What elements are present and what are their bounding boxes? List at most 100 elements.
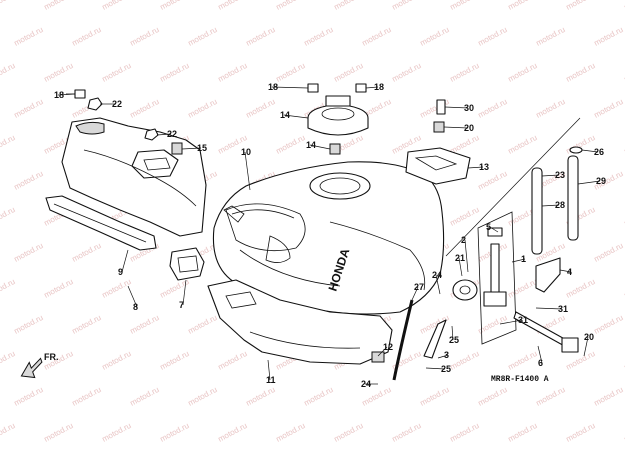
drain-tube-3 [423, 319, 447, 359]
callout-leader [127, 285, 138, 308]
watermark-text: motod.ru [216, 0, 248, 12]
watermark-text: motod.ru [274, 421, 306, 444]
callout-number: 9 [118, 267, 123, 277]
callout-leader [577, 180, 601, 185]
callout-number: 14 [280, 110, 290, 120]
diagram-code: MR8R-F1400 A [491, 375, 549, 384]
watermark-text: motod.ru [186, 25, 218, 48]
watermark-text: motod.ru [128, 313, 160, 336]
shroud-trim-strip [45, 195, 157, 251]
watermark-text: motod.ru [592, 313, 624, 336]
callout-number: 24 [432, 270, 442, 280]
callout-leader [283, 114, 309, 119]
callout-leader [57, 93, 76, 96]
callout-leader [365, 86, 379, 89]
watermark-text: motod.ru [506, 61, 538, 84]
watermark-text: motod.ru [448, 421, 480, 444]
bolt-30 [436, 99, 446, 115]
watermark-text: motod.ru [564, 0, 596, 12]
callout-number: 31 [558, 304, 568, 314]
watermark-text: motod.ru [128, 25, 160, 48]
callout-leader [309, 144, 331, 150]
callout-leader [537, 345, 543, 364]
callout-number: 20 [464, 123, 474, 133]
watermark-text: motod.ru [418, 385, 450, 408]
callout-number: 22 [112, 99, 122, 109]
hose-28 [531, 167, 543, 255]
callout-leader [267, 359, 271, 381]
callout-number: 25 [441, 364, 451, 374]
bolt-18-left [66, 89, 86, 99]
callout-leader [464, 239, 469, 273]
watermark-text: motod.ru [70, 241, 102, 264]
watermark-text: motod.ru [0, 0, 17, 12]
watermark-text: motod.ru [448, 61, 480, 84]
callout-leader [181, 147, 202, 150]
watermark-text: motod.ru [100, 421, 132, 444]
watermark-text: motod.ru [70, 25, 102, 48]
callout-leader [437, 354, 449, 359]
callout-number: 14 [306, 140, 316, 150]
watermark-text: motod.ru [216, 61, 248, 84]
fuel-cap [307, 83, 369, 136]
clip-15 [329, 143, 341, 155]
callout-leader [121, 249, 129, 273]
watermark-text: motod.ru [12, 241, 44, 264]
callout-number: 4 [567, 267, 572, 277]
watermark-text: motod.ru [302, 385, 334, 408]
watermark-text: motod.ru [534, 385, 566, 408]
watermark-text: motod.ru [0, 61, 17, 84]
callout-number: 3 [444, 350, 449, 360]
callout-leader [425, 367, 446, 370]
watermark-text: motod.ru [506, 349, 538, 372]
watermark-text: motod.ru [332, 0, 364, 12]
watermark-text: motod.ru [12, 313, 44, 336]
callout-leader [489, 226, 499, 233]
callout-number: 31 [518, 315, 528, 325]
callout-number: 25 [449, 335, 459, 345]
watermark-text: motod.ru [506, 421, 538, 444]
callout-number: 23 [555, 170, 565, 180]
callout-leader [499, 319, 523, 325]
mount-bracket-13 [405, 147, 471, 185]
watermark-text: motod.ru [0, 133, 17, 156]
watermark-text: motod.ru [216, 349, 248, 372]
callout-leader [458, 257, 463, 277]
nut-22-mid [144, 128, 159, 141]
watermark-text: motod.ru [564, 277, 596, 300]
watermark-text: motod.ru [158, 349, 190, 372]
watermark-text: motod.ru [476, 385, 508, 408]
watermark-text: motod.ru [100, 61, 132, 84]
leader-diagonal [445, 117, 581, 257]
filter-4 [535, 257, 561, 293]
callout-number: 11 [266, 375, 276, 385]
callout-number: 30 [464, 103, 474, 113]
watermark-text: motod.ru [100, 277, 132, 300]
watermark-text: motod.ru [418, 97, 450, 120]
callout-number: 21 [455, 253, 465, 263]
watermark-text: motod.ru [332, 61, 364, 84]
callout-leader [559, 269, 572, 273]
watermark-text: motod.ru [186, 313, 218, 336]
watermark-text: motod.ru [244, 385, 276, 408]
watermark-text: motod.ru [0, 421, 17, 444]
callout-number: 7 [179, 300, 184, 310]
watermark-text: motod.ru [506, 133, 538, 156]
front-arrow: FR. [20, 352, 59, 379]
watermark-text: motod.ru [158, 0, 190, 12]
watermark-text: motod.ru [476, 169, 508, 192]
callout-number: 2 [461, 235, 466, 245]
watermark-text: motod.ru [390, 421, 422, 444]
callout-leader [435, 274, 441, 295]
callout-leader [541, 174, 560, 177]
callout-leader [535, 307, 563, 310]
watermark-text: motod.ru [70, 313, 102, 336]
callout-number: 24 [361, 379, 371, 389]
callout-leader [244, 151, 251, 191]
callout-number: 1 [521, 254, 526, 264]
watermark-text: motod.ru [158, 421, 190, 444]
callout-leader [451, 325, 454, 341]
side-shroud [61, 117, 207, 237]
watermark-text: motod.ru [128, 385, 160, 408]
callout-number: 27 [414, 282, 424, 292]
